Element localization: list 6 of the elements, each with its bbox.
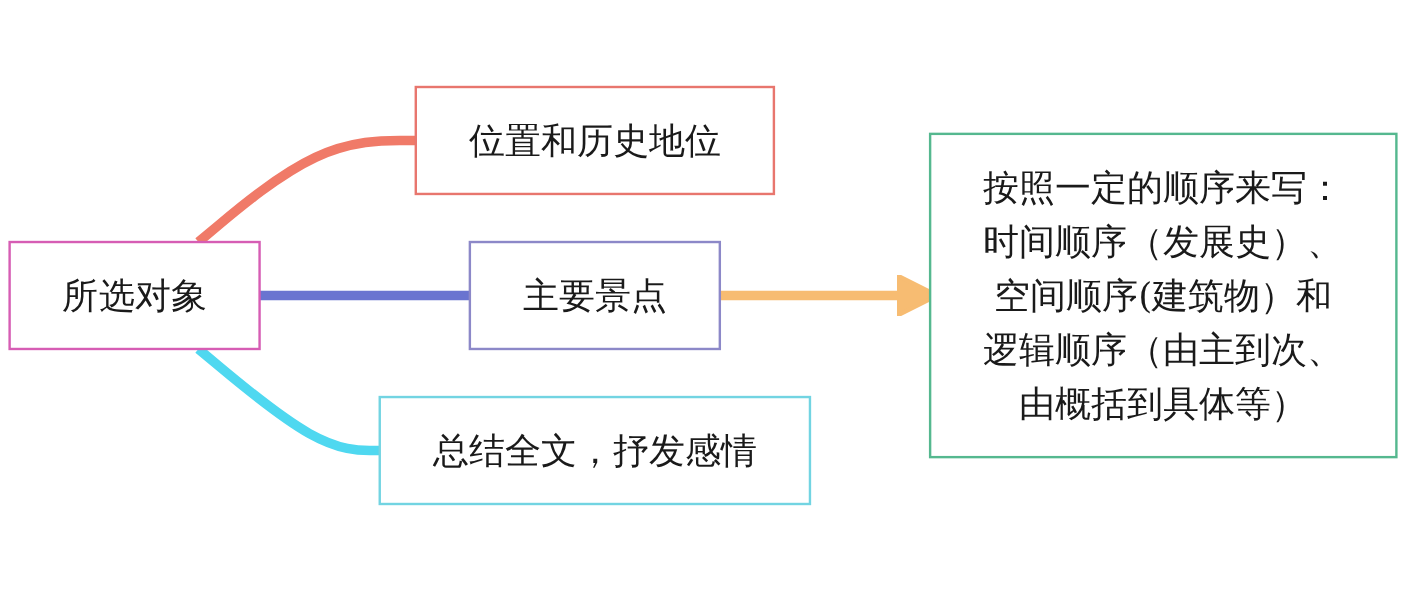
node-box: 所选对象 (8, 240, 261, 351)
node-box: 主要景点 (468, 240, 722, 351)
connector (259, 290, 470, 301)
node-box: 位置和历史地位 (414, 85, 776, 196)
node-box: 总结全文，抒发感情 (378, 395, 812, 506)
node-box: 按照一定的顺序来写：时间顺序（发展史）、空间顺序(建筑物）和逻辑顺序（由主到次、由概括到具体等） (928, 132, 1398, 459)
